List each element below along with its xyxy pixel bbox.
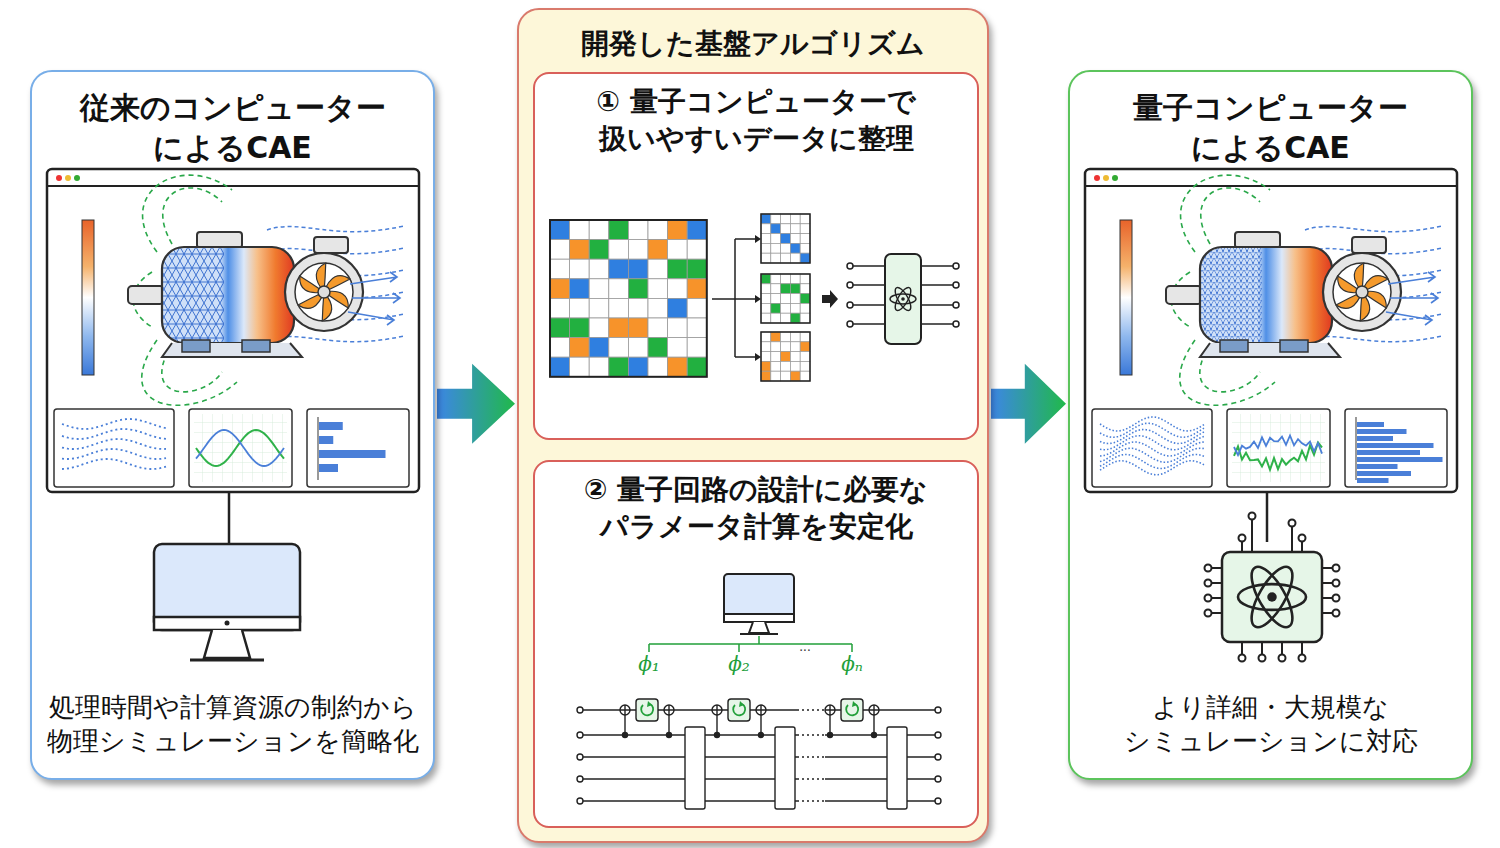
panel-heading: 開発した基盤アルゴリズム [533,26,973,63]
cae-panel: 量子コンピューター によるCAE より詳細・大規模な シミュレーションに対応 [1068,70,1473,780]
step-box: ② 量子回路の設計に必要な パラメータ計算を安定化 ϕ₁ ϕ₂ ··· ϕₙ [533,460,979,828]
flow-arrow [991,364,1066,444]
panel-note: 処理時間や計算資源の制約から 物理シミュレーションを簡略化 [38,690,428,759]
illustration [32,72,437,782]
parameter-label: ϕ₂ [728,652,750,676]
panel-heading: 量子コンピューター によるCAE [1091,88,1451,167]
panel-heading: ① 量子コンピューターで 扱いやすいデータに整理 [551,84,961,158]
step-box: ① 量子コンピューターで 扱いやすいデータに整理 [533,72,979,440]
cae-panel: 従来のコンピューター によるCAE 処理時間や計算資源の制約から 物理シミュレーシ… [30,70,435,780]
illustration [1070,72,1475,782]
panel-heading: 従来のコンピューター によるCAE [53,88,413,167]
ellipsis-mark: ··· [799,644,810,658]
panel-note: より詳細・大規模な シミュレーションに対応 [1076,690,1466,759]
parameter-label: ϕ₁ [638,652,660,676]
flow-arrow [437,364,515,444]
panel-heading: ② 量子回路の設計に必要な パラメータ計算を安定化 [551,472,961,546]
algorithm-panel: 開発した基盤アルゴリズム ① 量子コンピューターで 扱いやすいデータに整理 ② 量子… [517,8,989,843]
parameter-label: ϕₙ [841,652,863,676]
